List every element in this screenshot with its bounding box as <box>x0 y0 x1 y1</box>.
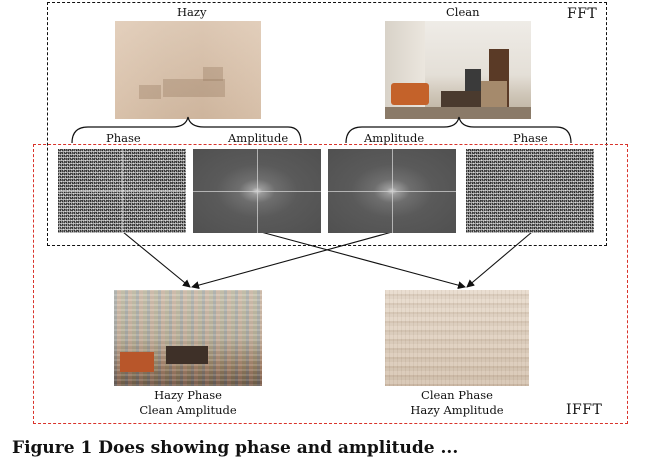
hazy-input-image <box>115 21 261 119</box>
amplitude-left-label: Amplitude <box>228 131 289 145</box>
output-right-line1: Clean Phase <box>421 388 493 402</box>
clean-label: Clean <box>446 5 480 19</box>
hazy-phase-clean-amplitude-image <box>114 290 262 386</box>
amplitude-right-label: Amplitude <box>364 131 425 145</box>
ifft-region-box <box>33 144 628 424</box>
fft-tag: FFT <box>567 6 598 22</box>
clean-phase-hazy-amplitude-image <box>385 290 529 386</box>
hazy-phase-spectrum <box>58 149 186 233</box>
clean-phase-spectrum <box>466 149 594 233</box>
output-left-line2: Clean Amplitude <box>139 403 237 417</box>
output-left-line1: Hazy Phase <box>154 388 222 402</box>
output-right-line2: Hazy Amplitude <box>410 403 504 417</box>
hazy-label: Hazy <box>177 5 207 19</box>
output-left-caption: Hazy Phase Clean Amplitude <box>128 388 248 418</box>
phase-right-label: Phase <box>513 131 548 145</box>
phase-left-label: Phase <box>106 131 141 145</box>
figure-caption: Figure 1 Does showing phase and amplitud… <box>12 438 459 458</box>
hazy-amplitude-spectrum <box>193 149 321 233</box>
ifft-tag: IFFT <box>566 402 603 418</box>
clean-input-image <box>385 21 531 119</box>
clean-amplitude-spectrum <box>328 149 456 233</box>
output-right-caption: Clean Phase Hazy Amplitude <box>397 388 517 418</box>
